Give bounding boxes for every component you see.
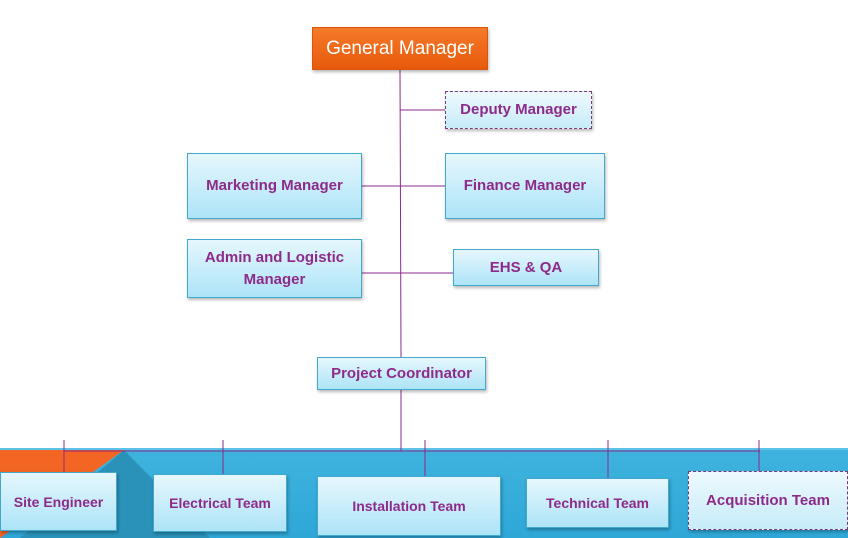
deputy-manager-box: Deputy Manager [445, 91, 592, 129]
trunk-line-top [399, 69, 402, 358]
site-engineer-box: Site Engineer [0, 472, 117, 531]
electrical-team-box: Electrical Team [153, 474, 287, 532]
ehs-qa-box: EHS & QA [453, 249, 599, 286]
general-manager-box: General Manager [312, 27, 488, 70]
background-band-top [0, 448, 848, 451]
admin-logistic-manager-box: Admin and Logistic Manager [187, 239, 362, 298]
project-coordinator-box: Project Coordinator [317, 357, 486, 390]
acquisition-team-box: Acquisition Team [688, 471, 848, 530]
finance-manager-box: Finance Manager [445, 153, 605, 219]
marketing-manager-box: Marketing Manager [187, 153, 362, 219]
technical-team-box: Technical Team [526, 478, 669, 528]
installation-team-box: Installation Team [317, 476, 501, 536]
